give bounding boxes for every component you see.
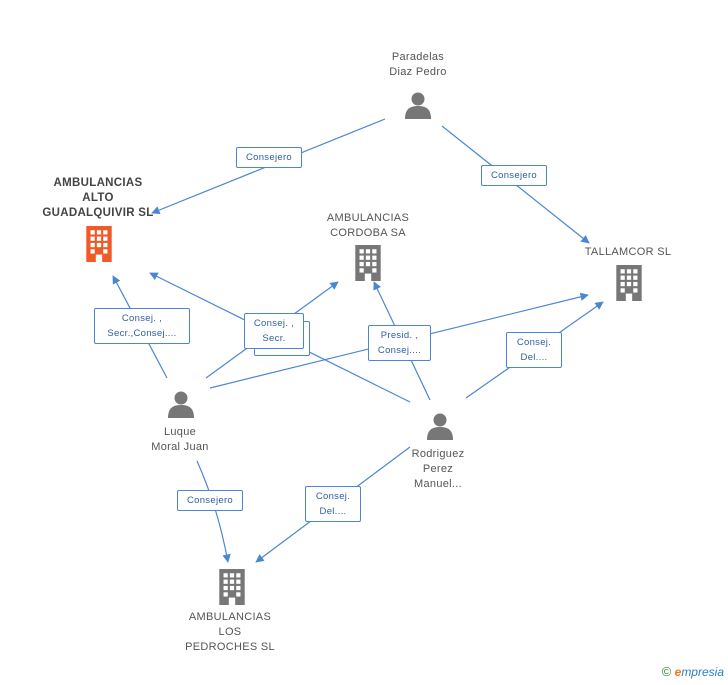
node-label-ambulancias-alto-guadalquivir[interactable]: AMBULANCIAS ALTO GUADALQUIVIR SL (42, 177, 154, 219)
edge-label-consej-del[interactable]: Consej. Del.... (506, 332, 562, 368)
edge-label-consejero[interactable]: Consejero (177, 490, 243, 511)
edge-label-consej-del[interactable]: Consej. Del.... (305, 486, 361, 522)
brand-logo-initial: e (674, 665, 682, 679)
brand-name: mpresia (681, 665, 724, 679)
edge-luque-amb-pedroches (196, 460, 231, 563)
edge-label-consejero[interactable]: Consejero (236, 147, 302, 168)
edge-label-consejero[interactable]: Consejero (481, 165, 547, 186)
person-icon (405, 92, 431, 119)
copyright-icon: © (661, 664, 672, 679)
node-label-rodriguez[interactable]: Rodriguez Perez Manuel... (411, 448, 465, 490)
footer-brand: © empresia (662, 664, 724, 679)
node-label-luque[interactable]: Luque Moral Juan (151, 426, 209, 453)
person-icon (427, 413, 453, 440)
edge-label-consej-secr[interactable]: Consej. , Secr.,Consej.... (94, 308, 190, 344)
node-label-ambulancias-los-pedroches[interactable]: AMBULANCIAS LOS PEDROCHES SL (185, 611, 275, 653)
building-icon (355, 245, 381, 281)
building-icon (86, 226, 112, 262)
building-icon (616, 265, 642, 301)
node-label-paradelas[interactable]: Paradelas Diaz Pedro (389, 51, 447, 78)
person-icon (168, 391, 194, 418)
node-label-ambulancias-cordoba[interactable]: AMBULANCIAS CORDOBA SA (326, 212, 410, 239)
node-label-tallamcor[interactable]: TALLAMCOR SL (584, 246, 672, 258)
building-icon (219, 569, 245, 605)
edge-label-consej-secr[interactable]: Consej. , Secr. (244, 313, 304, 349)
edge-label-presid-consej[interactable]: Presid. , Consej.... (368, 325, 431, 361)
